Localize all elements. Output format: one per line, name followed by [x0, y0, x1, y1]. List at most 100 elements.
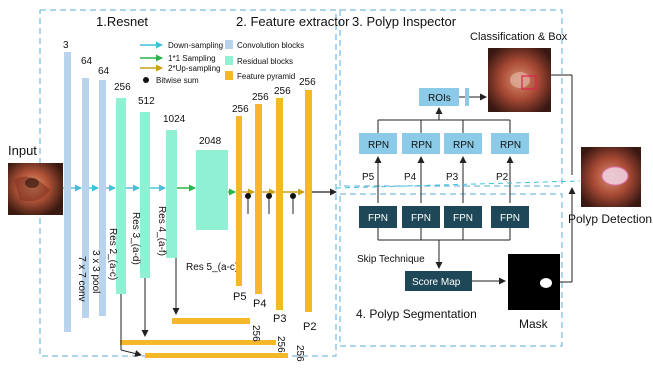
legend-pyramid-label: Feature pyramid [237, 72, 295, 81]
res2-channel-count: 256 [114, 82, 131, 93]
input-endoscopy-image [8, 163, 63, 215]
resnet-section-title: 1.Resnet [96, 14, 148, 29]
polyp-detection-image [581, 147, 641, 207]
p2-channel-count: 256 [299, 77, 316, 88]
feature-extractor-section-title: 2. Feature extractor [236, 14, 350, 29]
p2-label: P2 [303, 321, 316, 333]
mask-blob [540, 278, 552, 288]
segmentation-frame [339, 193, 563, 347]
lateral-connections [120, 258, 288, 358]
p4-label: P4 [253, 298, 266, 310]
legend-1x1-sampling-label: 1*1 Sampling [168, 54, 216, 63]
bitwise-sum-icon [143, 77, 149, 83]
rpn-label-p4: RPN [411, 140, 432, 151]
legend-bitwise-sum-label: Bitwise sum [156, 76, 199, 85]
conv-block-label: 7 x 7 conv [76, 256, 87, 302]
rpn-box-p4 [402, 133, 440, 154]
p5-label: P5 [233, 291, 246, 303]
p3-channel-count: 256 [274, 86, 291, 97]
legend-conv-label: Convolution blocks [237, 41, 304, 50]
legend-residual-swatch [225, 56, 233, 65]
res5-block [196, 150, 228, 230]
fpn-box-p2 [491, 206, 529, 228]
p2-bar [305, 90, 312, 312]
legend-up-sampling-label: 2*Up-sampling [168, 64, 220, 73]
classification-box-title: Classification & Box [470, 31, 568, 43]
rpn-label-p2: RPN [500, 140, 521, 151]
classification-image [488, 48, 551, 112]
inspector-p4-label: P4 [404, 172, 417, 183]
p4-channel-count: 256 [252, 92, 269, 103]
feature-pyramid [236, 90, 312, 312]
polyp-detection-label: Polyp Detection [568, 212, 652, 226]
fpn-box-p5 [359, 206, 397, 228]
fpn-label-p5: FPN [368, 213, 388, 224]
rois-box [419, 88, 459, 106]
rpn-box-p3 [444, 133, 482, 154]
mask-label: Mask [519, 317, 549, 331]
p5-bar [236, 116, 242, 286]
inspector-p5-label: P5 [362, 172, 375, 183]
bitwise-sum-node-3 [290, 193, 296, 199]
rois-output-bar [465, 88, 469, 106]
output-connectors [335, 74, 581, 283]
res4-channel-count: 1024 [163, 114, 186, 125]
bounding-box-icon [521, 75, 537, 90]
fpn-box-p4 [402, 206, 440, 228]
res3-channel-count: 512 [138, 96, 155, 107]
legend-down-sampling-label: Down-sampling [168, 41, 223, 50]
pool-block [82, 78, 89, 318]
score-map-label: Score Map [412, 277, 461, 288]
res5-block-label: Res 5_(a-c) [186, 262, 238, 273]
inspector-p3-label: P3 [446, 172, 459, 183]
legend-conv-swatch [225, 40, 233, 49]
res2-in-channel-count: 64 [98, 66, 110, 77]
polyp-segmentation-section-title: 4. Polyp Segmentation [356, 307, 477, 321]
p4-bar [255, 104, 262, 294]
conv-block [64, 52, 71, 332]
res3-block [140, 112, 150, 278]
res3-block-label: Res 3_(a-d) [130, 212, 141, 265]
legend-residual-label: Residual blocks [237, 57, 293, 66]
rpn-to-rois-connector [377, 107, 511, 133]
rpn-label-p3: RPN [453, 140, 474, 151]
rois-label: ROIs [428, 93, 451, 104]
score-map-box [405, 271, 472, 291]
fpn-label-p4: FPN [411, 213, 431, 224]
skip-technique-label: Skip Technique [357, 254, 425, 265]
legend: Down-sampling 1*1 Sampling 2*Up-sampling… [140, 40, 304, 85]
inspector-p2-label: P2 [496, 172, 509, 183]
polyp-inspector-section-title: 3. Polyp Inspector [352, 14, 457, 29]
bitwise-sum-node-1 [245, 193, 251, 199]
res5-channel-count: 2048 [199, 136, 222, 147]
rpn-row: RPN RPN RPN RPN [359, 133, 529, 154]
legend-pyramid-swatch [225, 71, 233, 80]
fpn-label-p3: FPN [453, 213, 473, 224]
lateral-bar-3-channels: 256 [294, 345, 305, 362]
p5-channel-count: 256 [232, 104, 249, 115]
mask-image [508, 254, 560, 310]
lateral-bar-2-channels: 256 [275, 336, 286, 353]
resnet-blocks [64, 52, 228, 332]
fpn-box-p3 [444, 206, 482, 228]
lateral-bar-1-channels: 256 [250, 325, 261, 342]
rpn-label-p5: RPN [368, 140, 389, 151]
pool-channel-count: 64 [81, 56, 93, 67]
inspector-frame [339, 9, 563, 187]
conv-channel-count: 3 [63, 40, 69, 51]
res4-block [166, 130, 177, 258]
res2-block-label: Res 2_(a-c) [107, 228, 118, 280]
rpn-box-p2 [491, 133, 529, 154]
bitwise-sum-node-2 [266, 193, 272, 199]
fpn-row: FPN FPN FPN FPN [359, 206, 529, 228]
rpn-box-p5 [359, 133, 397, 154]
pyramid-merge-flow [228, 188, 337, 214]
res2-block [116, 98, 126, 294]
lateral-bar-3 [145, 353, 288, 358]
lateral-bar-2 [120, 340, 276, 345]
p3-label: P3 [273, 313, 286, 325]
fpn-label-p2: FPN [500, 213, 520, 224]
res2-in-block [99, 80, 106, 316]
fpn-merge-connector [377, 228, 511, 269]
